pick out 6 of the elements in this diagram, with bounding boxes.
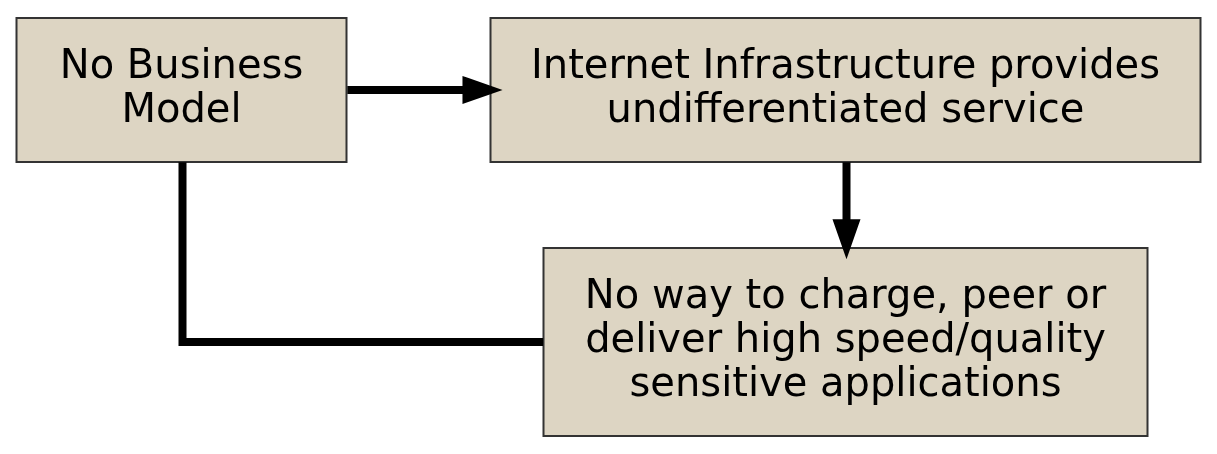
node-box: Internet Infrastructure provides undifferentiated service — [489, 17, 1202, 163]
node-box: No Business Model — [15, 17, 348, 163]
arrow — [832, 162, 861, 260]
connector — [178, 162, 544, 346]
arrow — [347, 75, 503, 105]
node-box: No way to charge, peer or deliver high speed/quality sensitive applications — [542, 247, 1149, 437]
